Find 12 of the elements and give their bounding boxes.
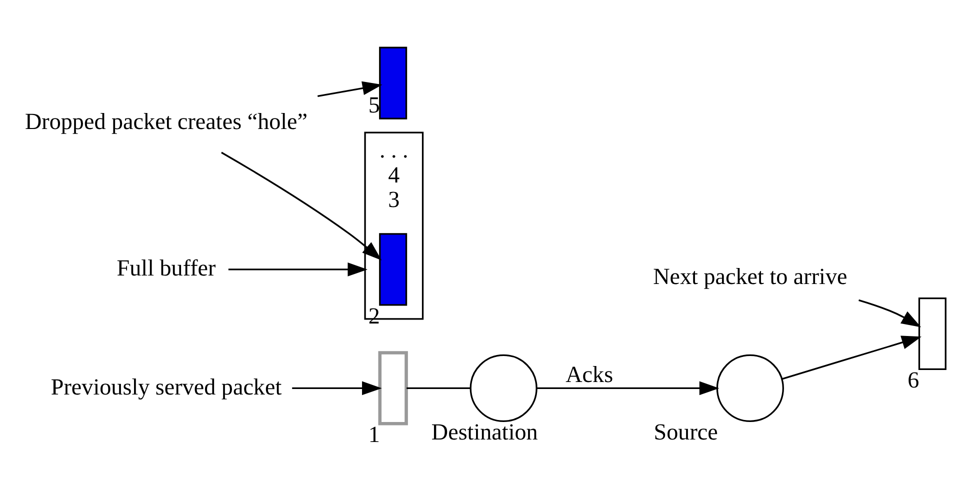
node-text: Dropped packet creates “hole” — [25, 107, 308, 134]
edge-label: Acks — [566, 360, 614, 386]
node-text: Full buffer — [116, 254, 216, 280]
node-label: 5 — [368, 90, 380, 117]
node-label: Destination — [431, 418, 538, 444]
node-label: Source — [654, 418, 718, 444]
node-label: 3 — [388, 186, 400, 212]
node-text: Previously served packet — [50, 372, 282, 399]
node-label: 6 — [908, 366, 920, 392]
node-text: Next packet to arrive — [653, 262, 848, 288]
node-label: 1 — [368, 420, 380, 447]
node-label: 4 — [388, 160, 400, 187]
